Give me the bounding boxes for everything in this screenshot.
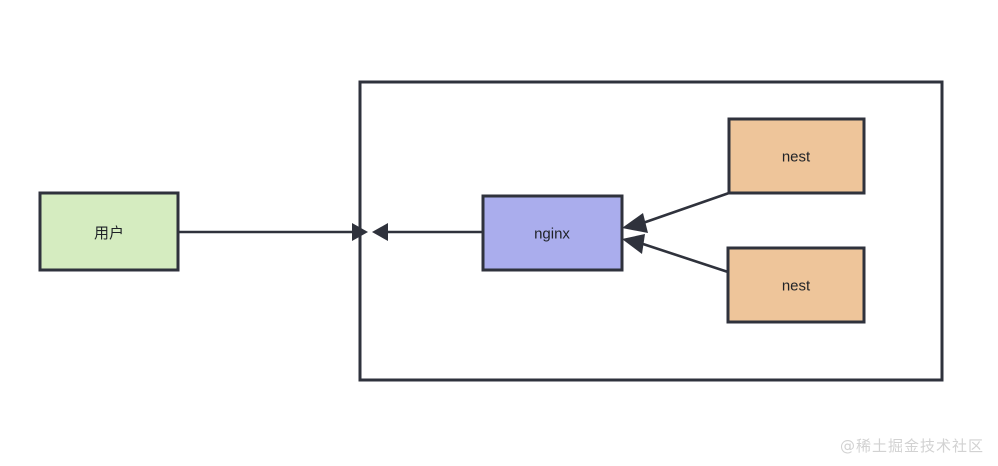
node-nginx[interactable]: nginx [481, 194, 624, 272]
watermark: @稀土掘金技术社区 [839, 437, 984, 455]
node-nest-top-shape[interactable] [727, 117, 866, 195]
arrow-head-diagonal-top [622, 213, 648, 233]
node-nest-bottom-label: nest [782, 278, 811, 295]
edge-nginx-to-boundary [372, 223, 483, 241]
node-user-shape[interactable] [38, 191, 180, 272]
arrow-head-right [352, 223, 368, 241]
arrow-head-left [372, 223, 388, 241]
node-nest-bottom-shape[interactable] [726, 246, 866, 324]
node-nest-bottom[interactable]: nest [726, 246, 866, 324]
node-user-label: 用户 [94, 224, 124, 242]
node-nginx-label: nginx [534, 226, 570, 243]
edge-user-to-boundary [178, 223, 368, 241]
edge-nest-top-to-nginx [622, 191, 730, 233]
node-nest-top-label: nest [782, 149, 811, 166]
edge-nest-bottom-to-nginx [622, 234, 729, 274]
node-nest-top[interactable]: nest [727, 117, 866, 195]
arrow-head-diagonal-bottom [622, 234, 645, 254]
node-nginx-shape[interactable] [481, 194, 624, 272]
node-user[interactable]: 用户 [38, 191, 180, 272]
